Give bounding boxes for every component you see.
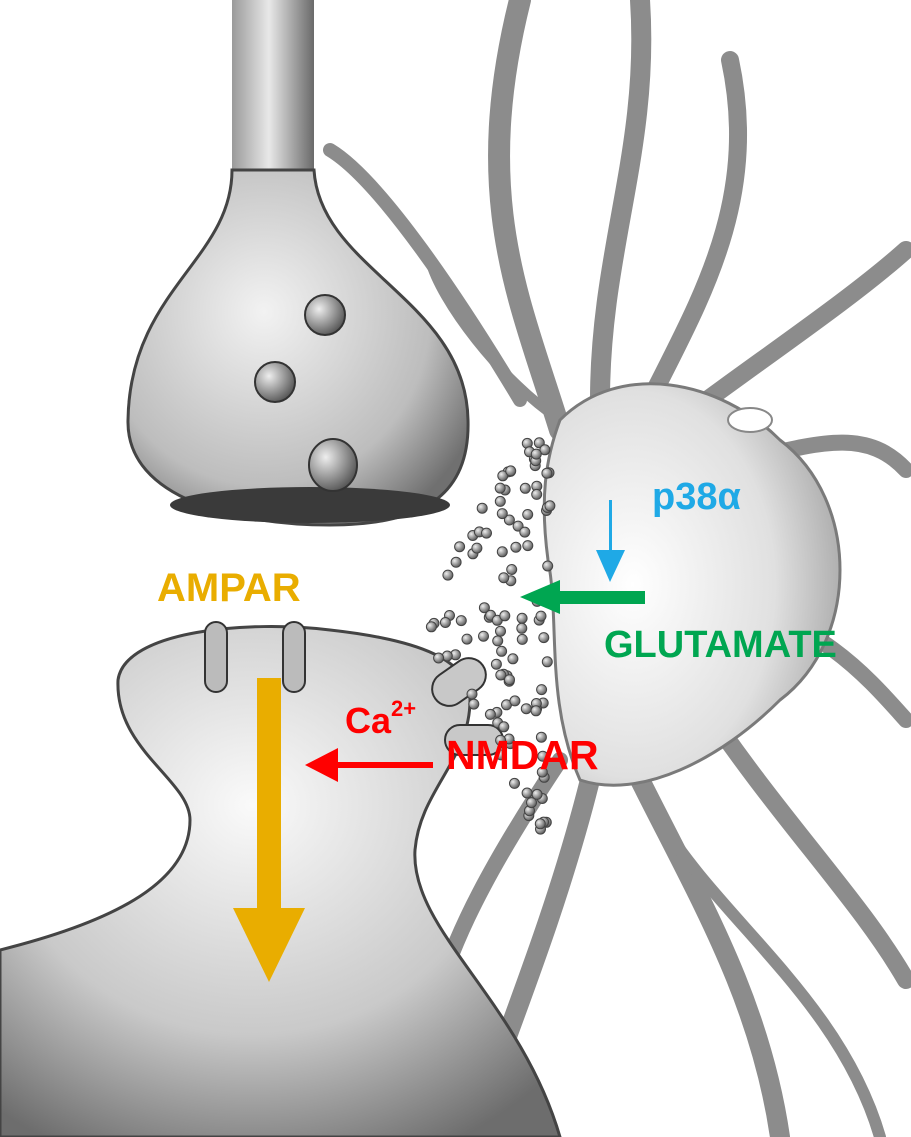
glutamate-vesicle xyxy=(521,787,533,799)
glutamate-vesicle xyxy=(505,465,517,477)
p38-arrow xyxy=(596,500,625,582)
glutamate-vesicle xyxy=(520,703,532,715)
glutamate-vesicle xyxy=(516,622,528,634)
calcium-arrow xyxy=(305,748,433,782)
glutamate-vesicle xyxy=(498,721,510,733)
glutamate-vesicle xyxy=(490,658,502,670)
glutamate-vesicle xyxy=(495,749,507,761)
glutamate-vesicle xyxy=(497,470,509,482)
calcium-charge: 2+ xyxy=(391,696,417,721)
glutamate-vesicle xyxy=(476,502,488,514)
glutamate-vesicles xyxy=(425,437,556,835)
glutamate-vesicle xyxy=(522,540,534,552)
glutamate-vesicle xyxy=(499,610,511,622)
glutamate-vesicle xyxy=(535,731,547,743)
glutamate-vesicle xyxy=(530,448,542,460)
glutamate-arrow xyxy=(520,580,645,614)
glutamate-vesicle xyxy=(496,546,508,558)
glutamate-vesicle xyxy=(531,788,543,800)
glutamate-vesicle xyxy=(516,633,528,645)
glutamate-vesicle xyxy=(522,509,534,520)
glutamate-vesicle xyxy=(439,617,451,628)
glutamate-vesicle xyxy=(495,625,506,637)
glutamate-vesicle xyxy=(526,797,537,809)
glutamate-vesicle xyxy=(539,444,551,456)
glutamate-vesicle xyxy=(481,527,492,539)
calcium-symbol: Ca xyxy=(345,700,392,741)
glutamate-vesicle xyxy=(454,541,466,553)
glutamate-vesicle xyxy=(433,652,445,664)
glutamate-vesicle xyxy=(478,602,490,614)
glutamate-label: GLUTAMATE xyxy=(604,624,837,666)
glutamate-vesicle xyxy=(536,684,548,696)
glutamate-vesicle xyxy=(509,777,520,789)
glutamate-vesicle xyxy=(509,695,521,707)
glutamate-vesicle xyxy=(538,632,550,644)
glutamate-vesicle xyxy=(495,669,507,681)
ampar-arrow xyxy=(233,678,305,982)
glutamate-vesicle xyxy=(506,564,518,575)
presynaptic-terminal xyxy=(126,0,470,527)
ampar-receptor xyxy=(204,621,228,693)
glutamate-vesicle xyxy=(516,612,528,624)
glutamate-vesicle xyxy=(494,495,506,507)
glutamate-vesicle xyxy=(496,645,508,657)
glutamate-vesicle xyxy=(484,708,496,720)
glutamate-vesicle xyxy=(478,630,489,642)
glutamate-vesicle xyxy=(542,560,554,572)
calcium-label: Ca2+ xyxy=(345,696,416,742)
glutamate-vesicle xyxy=(498,572,510,584)
glutamate-vesicle xyxy=(450,556,462,568)
glutamate-vesicle xyxy=(507,653,519,665)
glutamate-vesicle xyxy=(461,633,473,645)
glutamate-vesicle xyxy=(531,488,543,500)
glutamate-vesicle xyxy=(471,542,483,554)
glutamate-vesicle xyxy=(442,569,454,581)
glutamate-vesicle xyxy=(492,635,504,647)
glutamate-vesicle xyxy=(541,467,553,479)
glutamate-vesicle xyxy=(504,674,515,686)
nmdar-label: NMDAR xyxy=(446,732,599,778)
glutamate-vesicle xyxy=(541,656,553,668)
glutamate-vesicle xyxy=(496,508,508,520)
glutamate-vesicle xyxy=(425,621,437,633)
glutamate-vesicle xyxy=(503,514,515,526)
glutamate-vesicle xyxy=(466,688,478,700)
ampar-receptor xyxy=(282,621,306,693)
glutamate-vesicle xyxy=(536,766,548,778)
glutamate-vesicle xyxy=(495,734,507,746)
glutamate-vesicle xyxy=(534,818,546,830)
glutamate-vesicle xyxy=(510,541,522,553)
glutamate-vesicle xyxy=(468,698,480,710)
p38-label: p38α xyxy=(652,476,741,518)
glutamate-vesicle xyxy=(494,482,506,494)
glutamate-vesicle xyxy=(455,615,467,627)
glutamate-vesicle xyxy=(544,500,556,512)
glutamate-vesicle xyxy=(519,482,531,494)
glutamate-vesicle xyxy=(535,610,547,622)
glutamate-vesicle xyxy=(537,750,549,762)
ampar-label: AMPAR xyxy=(157,566,301,610)
glutamate-vesicle xyxy=(530,705,542,717)
glutamate-vesicle xyxy=(519,526,531,538)
